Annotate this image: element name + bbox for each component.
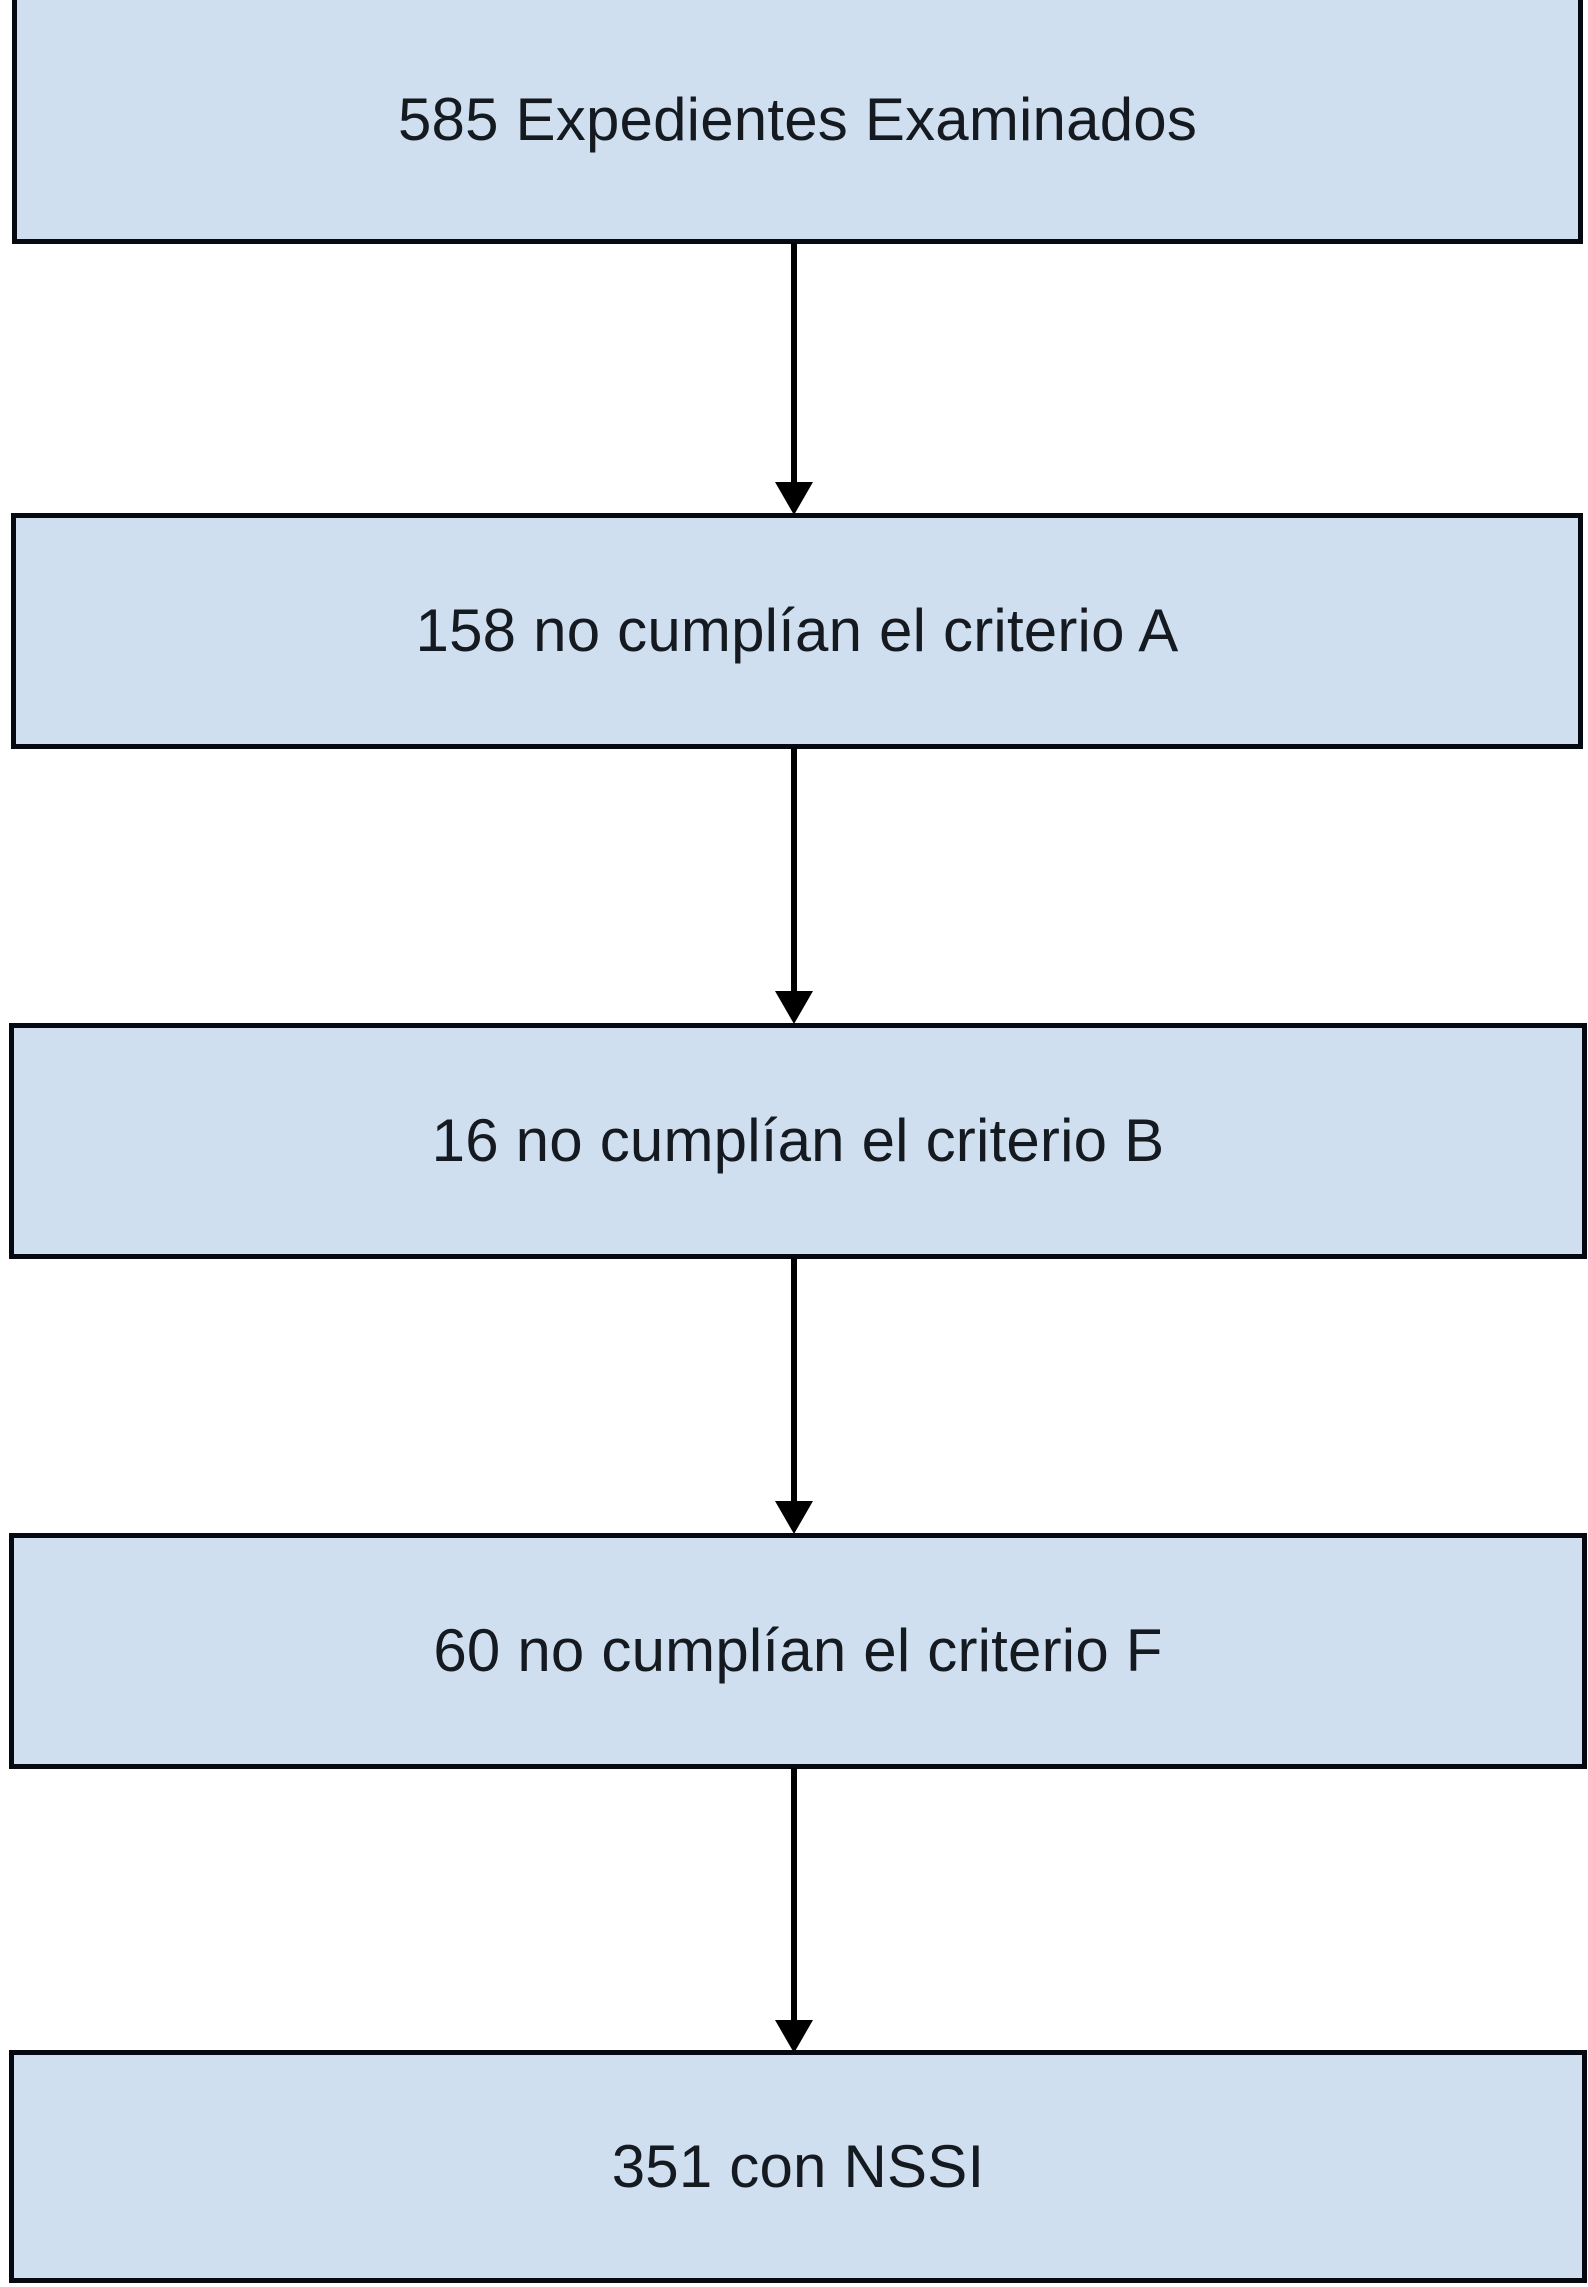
flow-connector-3: [774, 1258, 814, 1534]
flow-node-4[interactable]: 60 no cumplían el criterio F: [9, 1533, 1587, 1769]
flow-node-3-label: 16 no cumplían el criterio B: [431, 1107, 1165, 1174]
flow-node-3[interactable]: 16 no cumplían el criterio B: [9, 1023, 1587, 1259]
flow-node-1[interactable]: 585 Expedientes Examinados: [12, 0, 1583, 244]
flow-connector-1: [774, 243, 814, 515]
arrowhead-down-icon-2: [775, 748, 813, 1024]
arrowhead-down-icon-1: [775, 243, 813, 515]
flow-node-4-label: 60 no cumplían el criterio F: [433, 1617, 1163, 1684]
flow-node-5-label: 351 con NSSI: [611, 2132, 985, 2200]
flow-node-2[interactable]: 158 no cumplían el criterio A: [11, 513, 1583, 749]
flow-node-1-label: 585 Expedientes Examinados: [397, 85, 1198, 153]
arrowhead-down-icon-3: [775, 1258, 813, 1534]
flow-connector-2: [774, 748, 814, 1024]
arrowhead-down-icon-4: [775, 1768, 813, 2053]
flow-node-2-label: 158 no cumplían el criterio A: [415, 597, 1179, 664]
flow-connector-4: [774, 1768, 814, 2053]
flow-node-5[interactable]: 351 con NSSI: [9, 2050, 1587, 2283]
